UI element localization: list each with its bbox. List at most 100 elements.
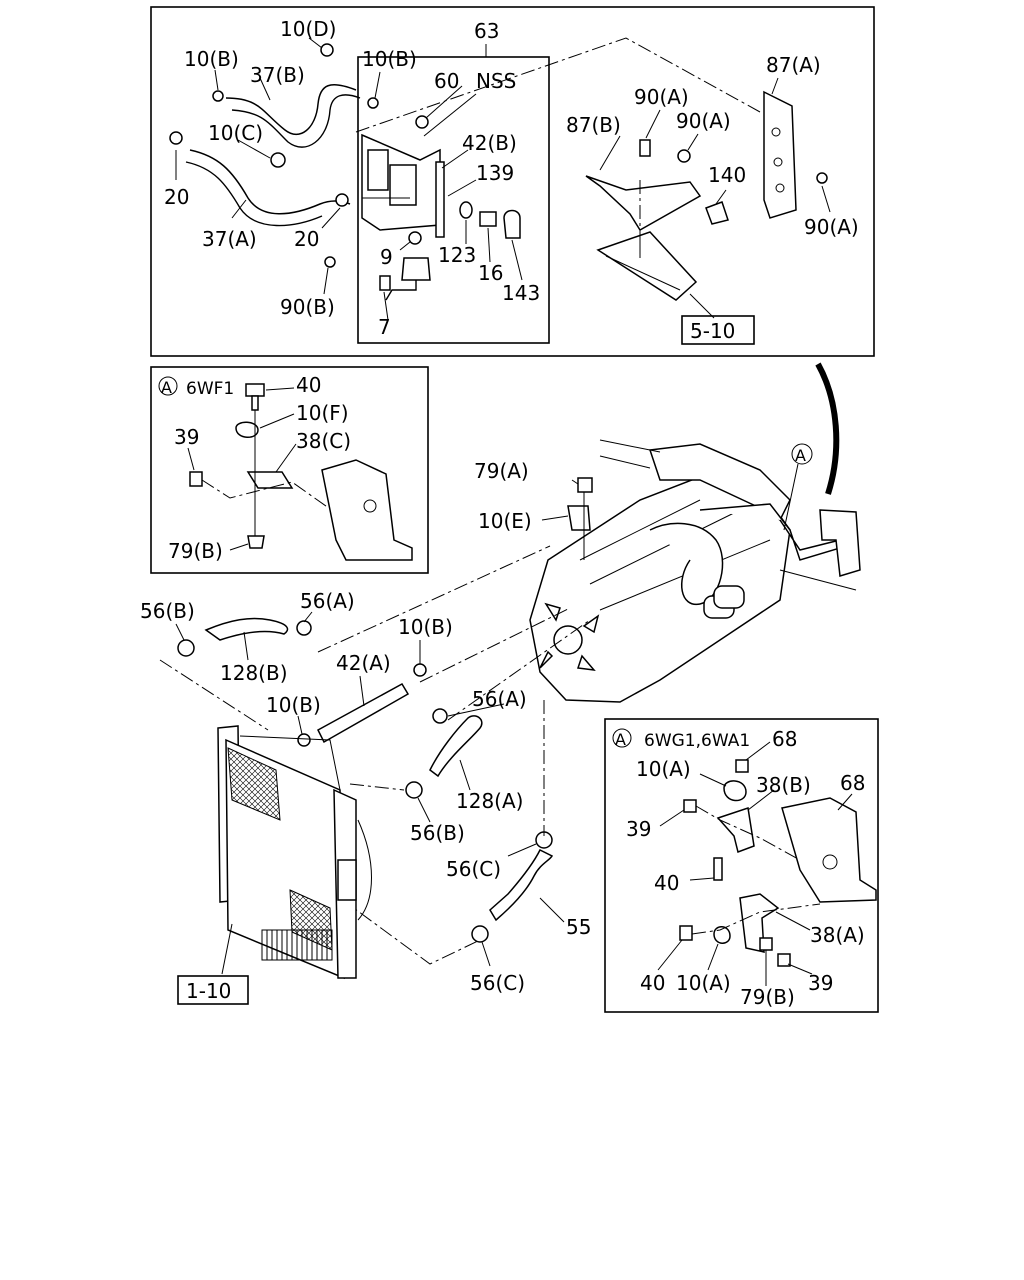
pipe-bracket — [819, 509, 861, 577]
label-42a: 42(A) — [336, 651, 391, 675]
top-panel-frame — [150, 6, 875, 357]
label-55: 55 — [566, 915, 591, 939]
clamp-10b-mid — [413, 663, 427, 677]
nut-79b — [759, 937, 773, 951]
clamp-10c — [270, 152, 286, 168]
label-10d: 10(D) — [280, 17, 336, 41]
label-40: 40 — [640, 971, 665, 995]
frame-section — [781, 797, 877, 903]
clamp-20-left — [169, 131, 183, 145]
label-39: 39 — [808, 971, 833, 995]
radiator — [217, 725, 372, 980]
sensor-7 — [401, 257, 431, 281]
hose-128b — [204, 617, 289, 641]
seal-123 — [459, 201, 473, 219]
inset-6wg1-title: 6WG1,6WA1 — [644, 731, 750, 751]
label-10f: 10(F) — [296, 401, 349, 425]
bolt-90b — [324, 256, 336, 268]
clamp-10b-right — [367, 97, 379, 109]
clamp-10a-bottom — [713, 926, 731, 944]
clamp-56a-top — [296, 620, 312, 636]
label-79a: 79(A) — [474, 459, 529, 483]
circle-a-badge-icon — [791, 443, 813, 465]
label-7: 7 — [378, 315, 391, 339]
main-diagram: A — [140, 362, 861, 1005]
bolt-39 — [189, 471, 203, 487]
exhaust-manifold — [649, 522, 724, 605]
label-10c: 10(C) — [208, 121, 263, 145]
label-56a: 56(A) — [300, 589, 355, 613]
clamp-56b-top — [177, 639, 195, 657]
hose-37a — [189, 149, 351, 215]
label-42b: 42(B) — [462, 131, 517, 155]
label-63: 63 — [474, 19, 499, 43]
hose-128a — [429, 715, 483, 778]
label-39: 39 — [626, 817, 651, 841]
label-90b: 90(B) — [280, 295, 335, 319]
label-68: 68 — [840, 771, 865, 795]
bolt-90a-2 — [677, 149, 691, 163]
ref-box-1-10-label: 1-10 — [186, 979, 231, 1003]
label-37a: 37(A) — [202, 227, 257, 251]
label-nss: NSS — [476, 69, 516, 93]
main-badge-a: A — [795, 446, 806, 465]
label-87b: 87(B) — [566, 113, 621, 137]
clamp-56c-bottom — [471, 925, 489, 943]
label-60: 60 — [434, 69, 459, 93]
label-40: 40 — [654, 871, 679, 895]
cooler-pipe — [699, 503, 841, 561]
label-56a: 56(A) — [472, 687, 527, 711]
reference-arc — [815, 362, 840, 495]
label-10b: 10(B) — [266, 693, 321, 717]
bolt-40-top — [713, 857, 723, 881]
label-68: 68 — [772, 727, 797, 751]
bolt-40 — [245, 383, 265, 397]
label-79b: 79(B) — [740, 985, 795, 1009]
label-143: 143 — [502, 281, 540, 305]
frame-rail — [596, 231, 698, 301]
nut-79b — [247, 535, 265, 549]
clamp-56b-low — [405, 781, 423, 799]
ref-box-5-10 — [681, 315, 755, 345]
cooling-fan — [539, 602, 600, 671]
label-39: 39 — [174, 425, 199, 449]
clamp-56a-mid — [432, 708, 448, 724]
label-87a: 87(A) — [766, 53, 821, 77]
label-38c: 38(C) — [296, 429, 351, 453]
bolt-39-bottom — [777, 953, 791, 967]
assembly-63-frame — [357, 56, 550, 344]
bolt-90a-3 — [816, 172, 828, 184]
label-90a: 90(A) — [676, 109, 731, 133]
label-10b: 10(B) — [362, 47, 417, 71]
clamp-10f — [235, 421, 259, 438]
label-38a: 38(A) — [810, 923, 865, 947]
clamp-10b-low — [297, 733, 311, 747]
inset-6wf1: A 6WF1 40 10(F) 39 38(C) 79(B) — [150, 366, 429, 574]
bolt-39-top — [683, 799, 697, 813]
clamp-10b-left — [212, 90, 224, 102]
label-10e: 10(E) — [478, 509, 532, 533]
inset-6wg1-frame — [604, 718, 879, 1013]
label-37b: 37(B) — [250, 63, 305, 87]
label-20: 20 — [164, 185, 189, 209]
inset-6wf1-badge: A — [161, 378, 172, 397]
inset-6wf1-frame — [150, 366, 429, 574]
nut-68 — [735, 759, 749, 773]
label-140: 140 — [708, 163, 746, 187]
bracket-87b — [585, 175, 702, 232]
bolt-40-bottom — [679, 925, 693, 941]
label-20: 20 — [294, 227, 319, 251]
label-40: 40 — [296, 373, 321, 397]
label-9: 9 — [380, 245, 393, 269]
circle-a-badge-icon — [158, 376, 178, 396]
label-139: 139 — [476, 161, 514, 185]
label-128b: 128(B) — [220, 661, 288, 685]
ref-box-5-10-label: 5-10 — [690, 319, 735, 343]
clamp-10a-top — [723, 780, 747, 802]
label-56b: 56(B) — [410, 821, 465, 845]
part-140 — [705, 201, 729, 225]
pipe-42a — [317, 682, 410, 744]
pipe-42b — [435, 161, 445, 238]
label-56c: 56(C) — [446, 857, 501, 881]
bracket-38a — [739, 893, 780, 953]
